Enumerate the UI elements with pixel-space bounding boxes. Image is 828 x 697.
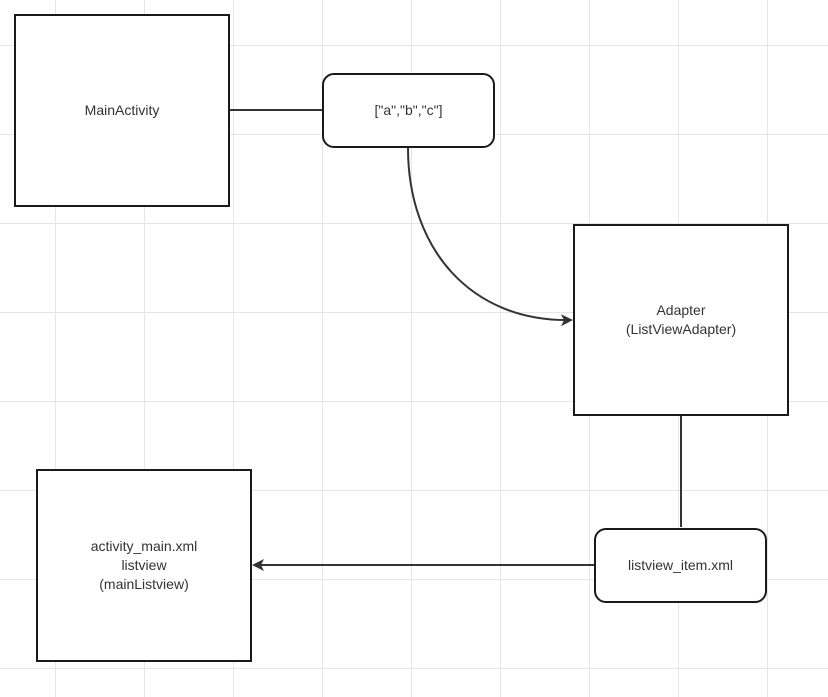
listview-item-label: listview_item.xml xyxy=(627,557,733,573)
main-activity-node[interactable]: MainActivity xyxy=(14,14,230,207)
listview-item-node[interactable]: listview_item.xml xyxy=(594,528,767,603)
adapter-node[interactable]: Adapter (ListViewAdapter) xyxy=(573,224,789,416)
array-node[interactable]: ["a","b","c"] xyxy=(322,73,495,148)
activity-main-label: activity_main.xml listview (mainListview… xyxy=(90,538,198,592)
main-activity-label: MainActivity xyxy=(84,102,160,118)
adapter-label: Adapter (ListViewAdapter) xyxy=(625,302,737,337)
activity-main-node[interactable]: activity_main.xml listview (mainListview… xyxy=(36,469,252,662)
edge-array-to-adapter[interactable] xyxy=(407,147,573,327)
array-label: ["a","b","c"] xyxy=(374,102,443,118)
